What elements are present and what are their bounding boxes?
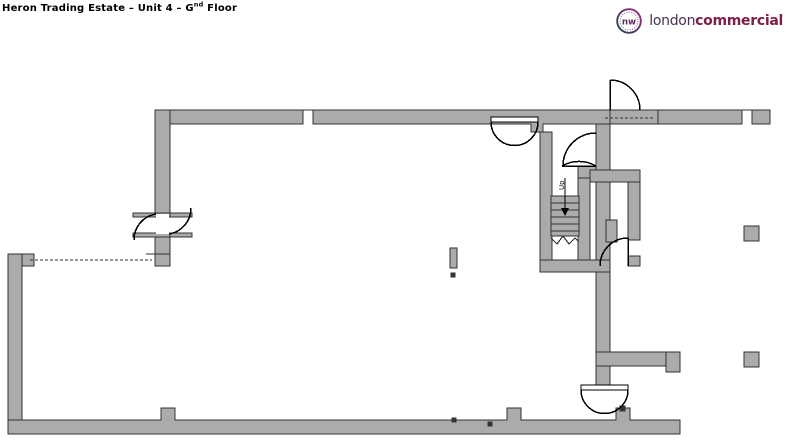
door-jamb-right-lower (169, 232, 193, 238)
page-title: Heron Trading Estate – Unit 4 – Gnd Floo… (2, 0, 238, 14)
door-group (133, 79, 641, 415)
brand-logo: nw londoncommercial (615, 6, 783, 36)
nw-circle-icon: nw (616, 8, 643, 34)
column-centre (449, 247, 458, 269)
door-wc-single (599, 237, 629, 267)
wall-top-right (609, 109, 659, 125)
wall-wc-top (589, 169, 641, 183)
door-top-right-single (609, 79, 641, 111)
stair-direction-arrow (561, 178, 569, 216)
marker-bottom-b (487, 421, 493, 427)
door-main-entrance-bottom (580, 384, 629, 415)
svg-text:nw: nw (622, 18, 636, 28)
wall-left-upper (154, 109, 171, 215)
page-title-superscript: nd (193, 0, 204, 9)
wall-group (7, 109, 771, 435)
brand-word-commercial: commercial (695, 13, 783, 29)
wall-spine-upper (595, 123, 611, 367)
stair-break-line (550, 235, 580, 245)
wall-annexe-top-left-stub (8, 253, 35, 267)
wall-bottom (7, 407, 681, 435)
door-top-double (490, 116, 539, 147)
door-jamb-right-upper (169, 212, 193, 218)
wc-fixture (605, 219, 618, 243)
column-right-upper (743, 225, 760, 242)
wall-top-main (154, 109, 611, 133)
stair-direction-label: Up (558, 180, 566, 190)
brand-wordmark: londoncommercial (649, 13, 783, 29)
marker-bottom-c (451, 417, 457, 423)
wall-right-bay-lower-stub (665, 351, 681, 373)
wall-wc-bottom-stub (627, 255, 641, 267)
door-left-double-swing (133, 207, 192, 241)
wall-left-lower (154, 235, 171, 255)
brand-word-london: london (649, 13, 696, 29)
page-title-suffix: Floor (203, 3, 238, 14)
door-stair-single (561, 132, 597, 167)
page-title-prefix: Heron Trading Estate – Unit 4 – G (2, 3, 194, 14)
wall-annexe-left (7, 253, 23, 421)
wall-stair-divider (577, 169, 591, 261)
column-centre-marker (450, 272, 456, 278)
wall-wc-right (627, 181, 641, 241)
wall-stair-left (539, 131, 553, 273)
wall-annexe-top-right-stub (146, 253, 171, 267)
column-right-lower (743, 351, 760, 368)
wall-spine-lower (595, 365, 611, 387)
wall-top-right-continuation (657, 109, 771, 125)
